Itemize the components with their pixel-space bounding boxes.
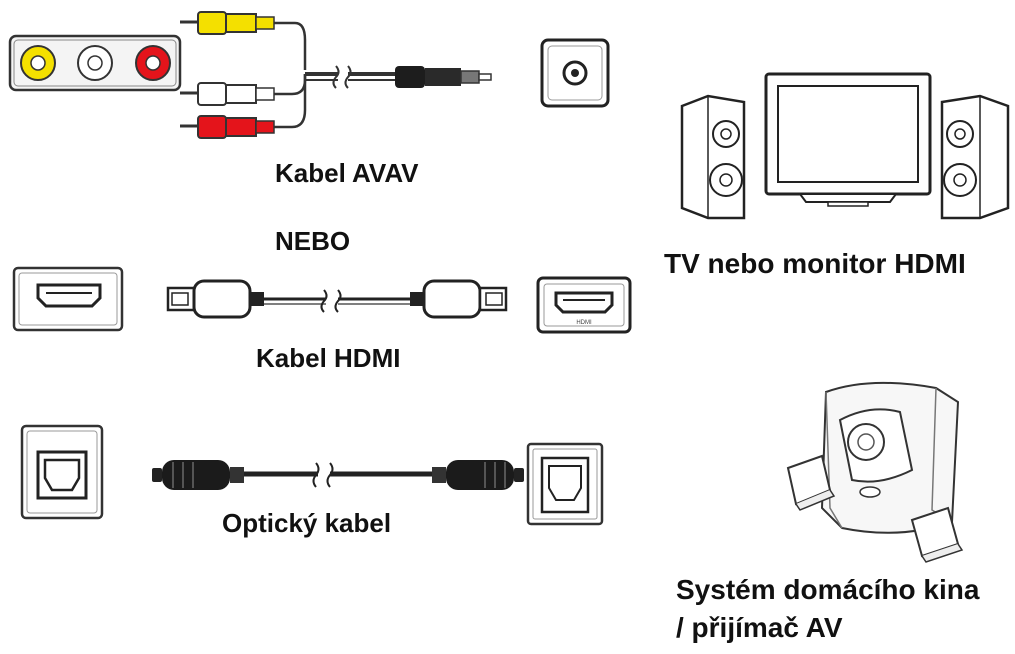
coax-port-icon xyxy=(540,38,610,108)
optical-cable-icon xyxy=(152,460,524,490)
hdmi-port-caption: HDMI xyxy=(576,320,592,326)
or-label: NEBO xyxy=(275,226,351,256)
optical-port-icon xyxy=(20,424,104,520)
tv-monitor-icon xyxy=(764,72,932,207)
speaker-icon xyxy=(680,94,746,220)
rca-jack-panel-icon xyxy=(8,34,182,92)
avav-cable-label: Kabel AVAV xyxy=(275,158,419,188)
subwoofer-icon xyxy=(820,381,960,534)
optical-port-receiver-icon xyxy=(526,442,604,526)
hdmi-cable-label: Kabel HDMI xyxy=(256,343,401,373)
tv-label: TV nebo monitor HDMI xyxy=(664,248,966,279)
hdmi-port-tv-icon: HDMI xyxy=(536,276,632,334)
hdmi-cable-icon xyxy=(166,279,508,319)
white-plug xyxy=(180,82,275,106)
satellite-speaker-icon xyxy=(786,454,836,511)
speaker-icon xyxy=(940,94,1010,220)
hdmi-port-icon xyxy=(12,266,124,332)
home-theater-label-line2: / přijímač AV xyxy=(676,612,843,643)
yellow-plug xyxy=(180,11,275,35)
home-theater-label-line1: Systém domácího kina xyxy=(676,574,980,605)
rca-cable-icon xyxy=(180,11,492,139)
optical-cable-label: Optický kabel xyxy=(222,508,392,538)
red-plug xyxy=(180,115,275,139)
satellite-speaker-icon xyxy=(910,506,964,563)
